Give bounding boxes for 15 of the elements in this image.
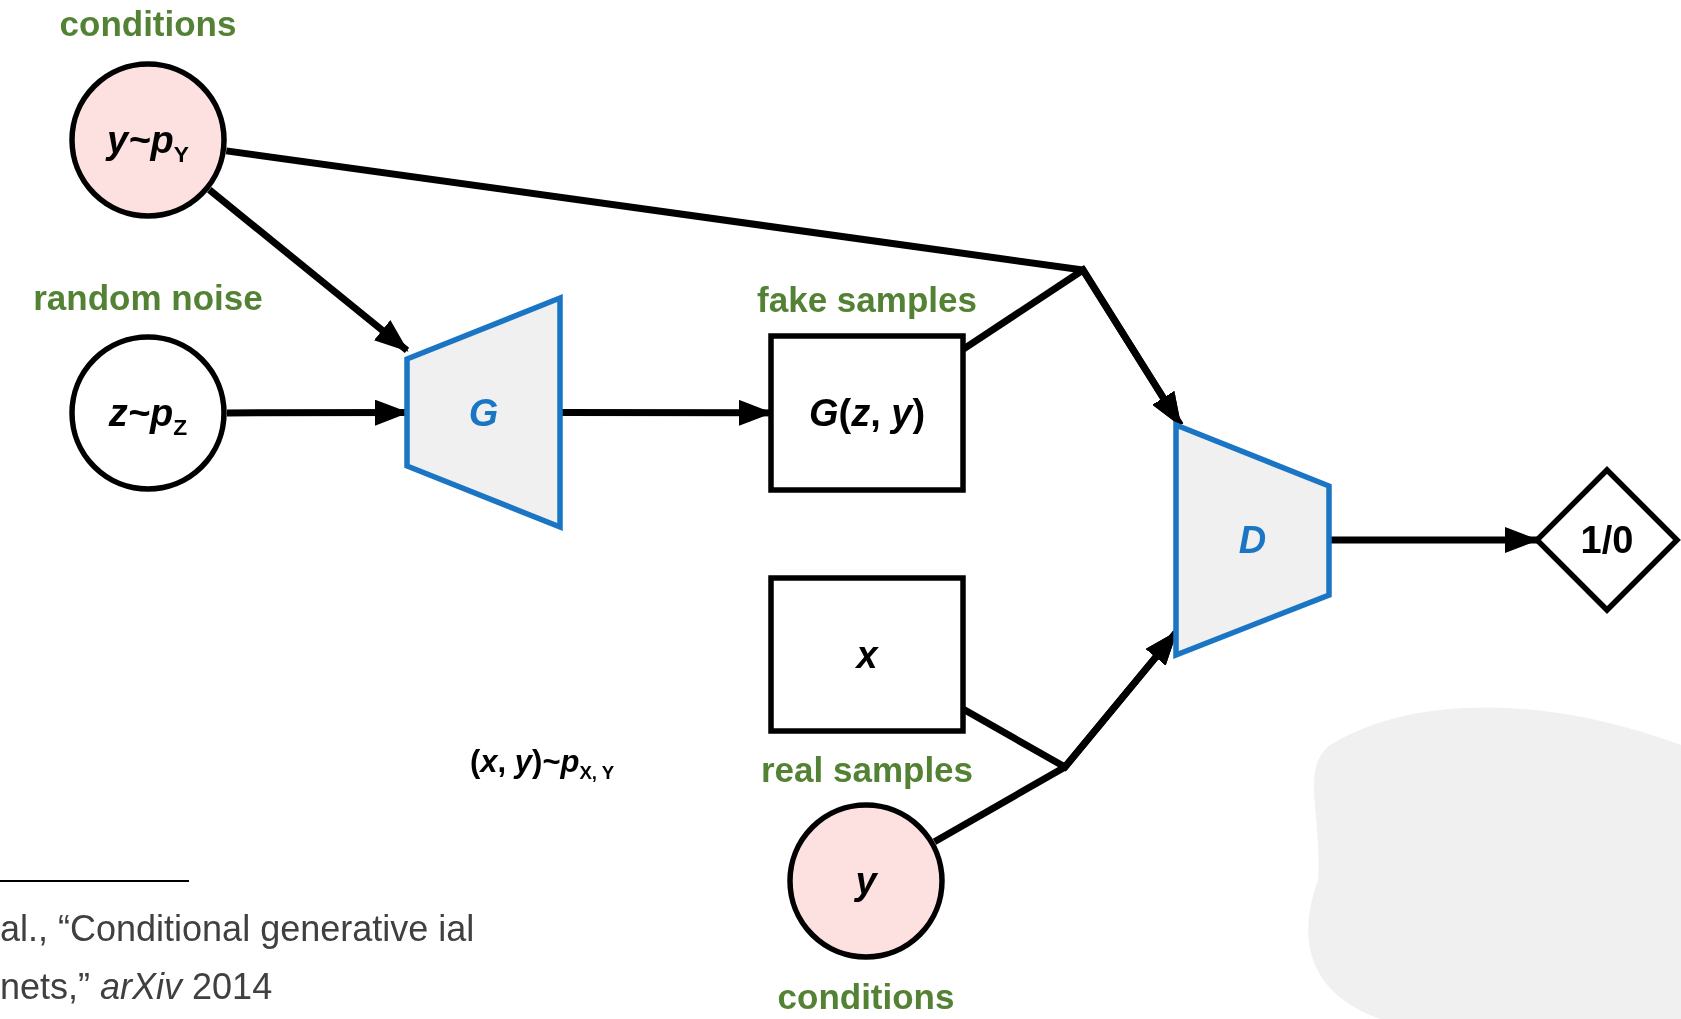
- node-heading: conditions: [776, 976, 956, 1018]
- citation-note: al., “Conditional generative ial nets,” arXiv 2014: [0, 907, 476, 1009]
- node-label: G(z, y): [807, 391, 927, 435]
- node-heading: random noise: [32, 277, 264, 319]
- node-label: y: [853, 859, 879, 903]
- arrow: [207, 187, 410, 354]
- node-label: 1/0: [1579, 518, 1635, 562]
- node-label: y~p$_{Y}$: [104, 118, 190, 169]
- distribution-label: (x, y)~p$_{X, Y}$: [470, 743, 616, 786]
- node-heading: fake samples: [756, 279, 978, 321]
- node-label: z~p$_{Z}$: [107, 391, 189, 442]
- node-heading: conditions: [58, 3, 238, 45]
- node-heading: real samples: [759, 749, 975, 791]
- node-label: x: [854, 632, 880, 677]
- arrow: [1329, 527, 1539, 553]
